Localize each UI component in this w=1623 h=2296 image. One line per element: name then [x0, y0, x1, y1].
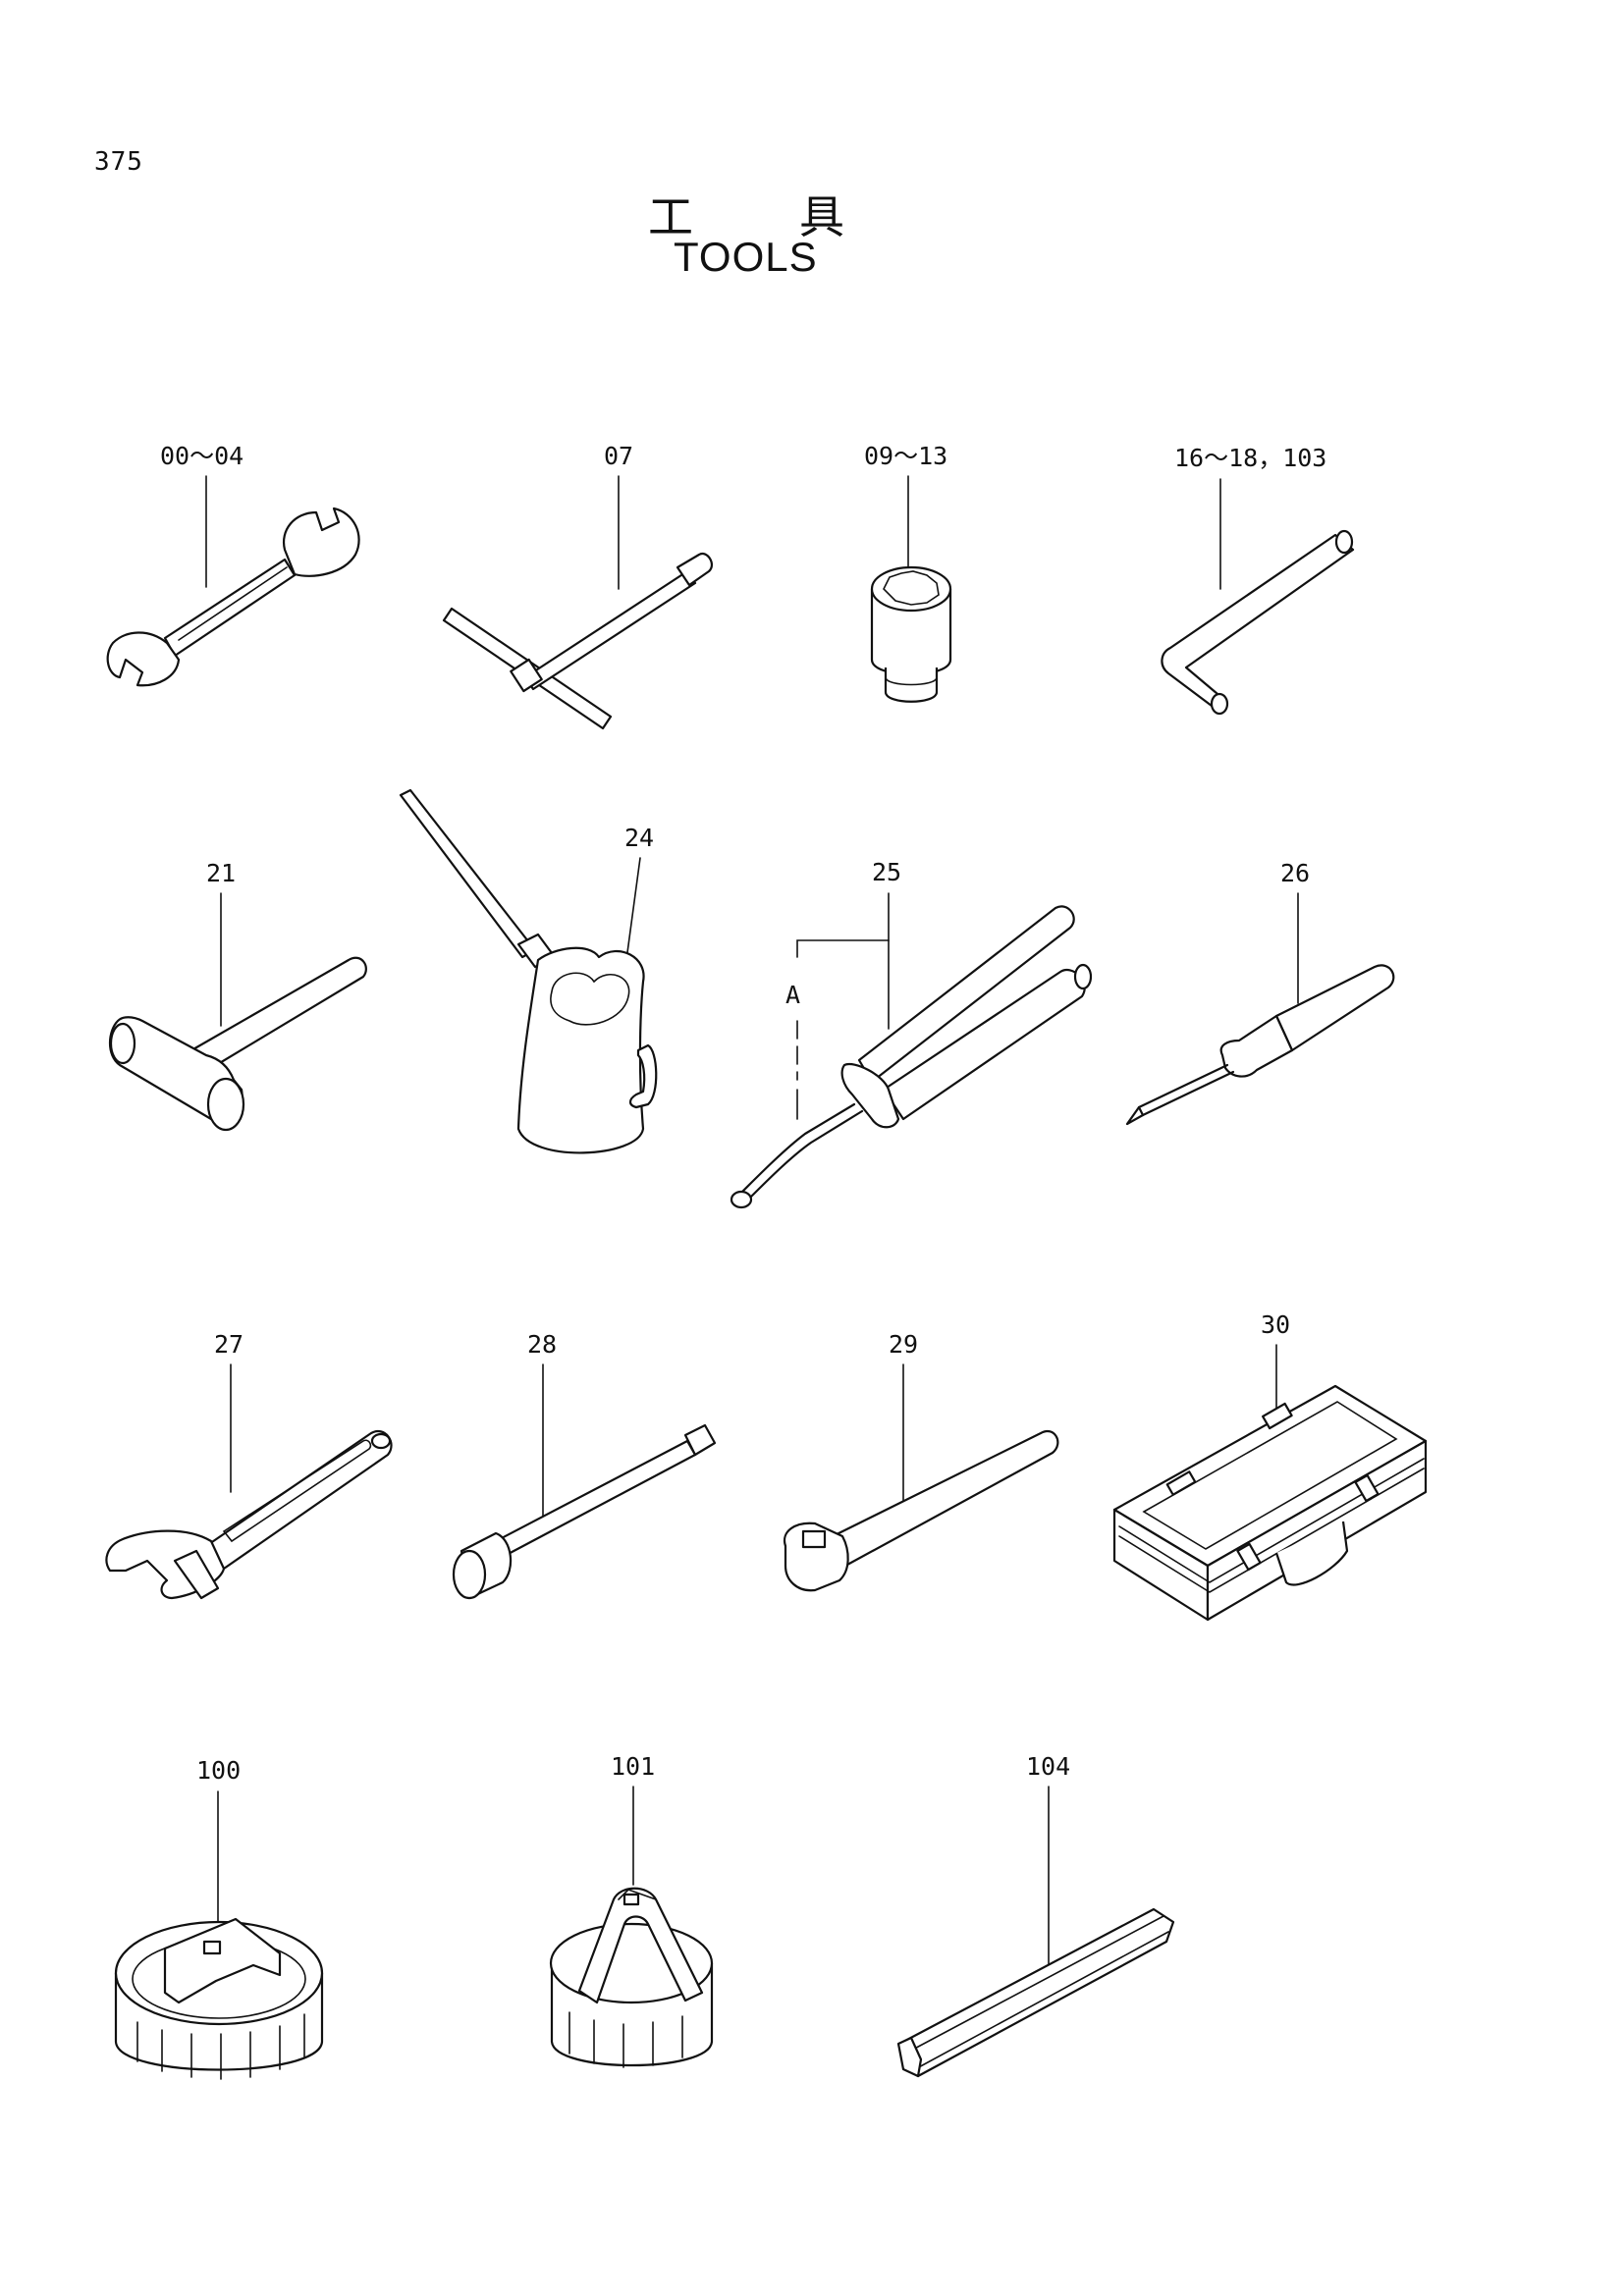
- t-wrench: 07: [442, 442, 714, 730]
- callout-hammer: 21: [206, 859, 236, 887]
- adjustable-wrench: 27: [105, 1330, 393, 1600]
- callout-ratchet-handle: 29: [889, 1330, 918, 1359]
- extension-bar: 28: [452, 1330, 717, 1600]
- callout-grease-gun-assembly: A: [785, 981, 800, 1009]
- leader-grease-gun-assembly: [796, 892, 890, 958]
- tool-box: 30: [1112, 1310, 1428, 1622]
- callout-hex-bar: 104: [1026, 1752, 1070, 1781]
- hex-key: 16～18，103: [1161, 444, 1355, 716]
- title-cjk-right: 具: [799, 190, 844, 243]
- ratchet-handle: 29: [783, 1330, 1059, 1592]
- callout-screwdriver: 26: [1280, 859, 1310, 887]
- page-title: TOOLS: [674, 234, 818, 280]
- callout-t-wrench: 07: [604, 442, 633, 470]
- callout-filter-wrench-1: 100: [196, 1756, 241, 1785]
- callout-extension-bar: 28: [527, 1330, 557, 1359]
- hammer: 21: [108, 859, 367, 1132]
- screwdriver: 26: [1125, 859, 1395, 1126]
- title-cjk-left: 工: [648, 190, 693, 243]
- callout-socket-set: 09～13: [864, 442, 947, 470]
- callout-hex-keys: 16～18，103: [1174, 444, 1326, 472]
- open-end-wrench: 00～04: [106, 442, 360, 687]
- hex-bar: 104: [896, 1752, 1175, 2078]
- callout-filter-wrench-2: 101: [611, 1752, 655, 1781]
- callout-oil-can: 24: [624, 824, 654, 852]
- callout-grease-gun: 25: [872, 858, 901, 886]
- callout-wrench-set: 00～04: [160, 442, 243, 470]
- filter-wrench-tall: 101: [549, 1752, 714, 2068]
- grease-gun: 25 A: [730, 858, 1093, 1209]
- page-title-cjk: 工 具: [648, 182, 844, 246]
- callout-tool-box: 30: [1261, 1310, 1290, 1339]
- socket: 09～13: [864, 442, 952, 703]
- callout-adjustable-wrench: 27: [214, 1330, 243, 1359]
- oil-can: 24: [399, 788, 658, 1154]
- filter-wrench-flat: 100: [114, 1756, 324, 2080]
- page-number: 375: [94, 147, 143, 177]
